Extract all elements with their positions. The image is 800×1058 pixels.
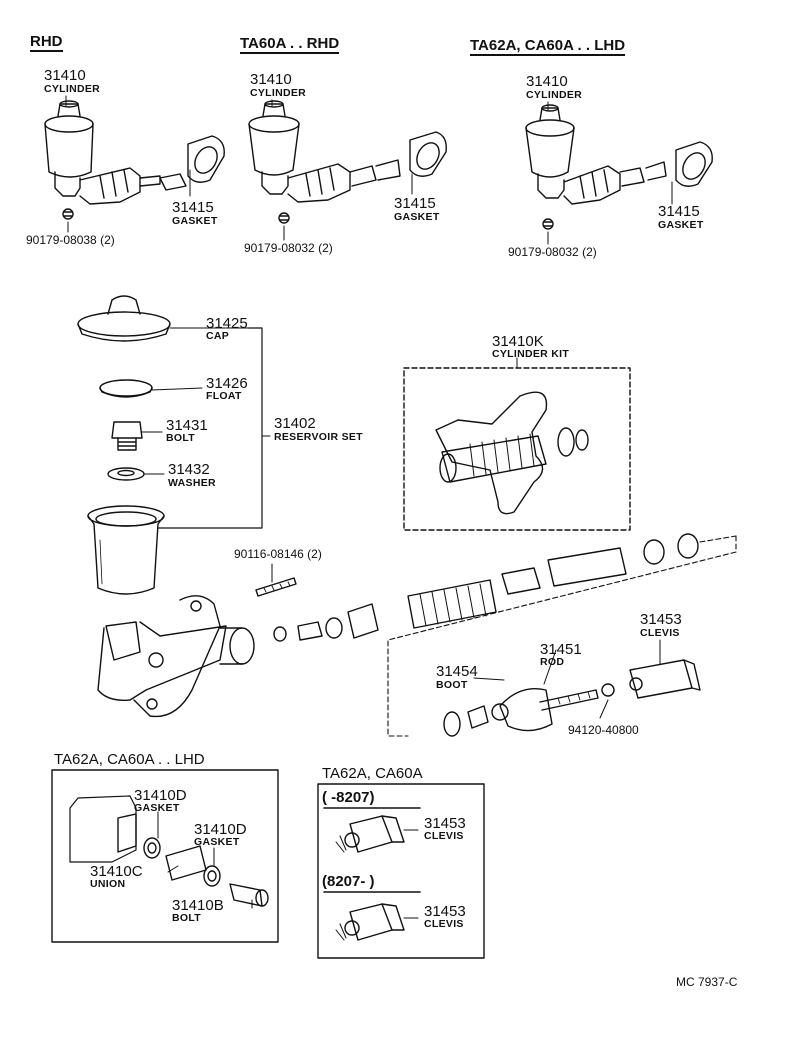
master-cylinder-body bbox=[97, 595, 255, 718]
label-union-pn: 31410C bbox=[90, 863, 143, 880]
label-bolt-pn: 31431 bbox=[166, 417, 208, 434]
label-union-bolt-pn: 31410B bbox=[172, 897, 224, 914]
label-float-nm: FLOAT bbox=[206, 390, 242, 402]
label-reservoir-set-pn: 31402 bbox=[274, 415, 316, 432]
label-kit-nm: CYLINDER KIT bbox=[492, 348, 570, 360]
label-cylinder-pn-3: 31410 bbox=[526, 73, 568, 90]
label-bolt-nm: BOLT bbox=[166, 432, 195, 444]
label-float-pn: 31426 bbox=[206, 375, 248, 392]
label-washer-nm: WASHER bbox=[168, 477, 216, 489]
diagram-code: MC 7937-C bbox=[676, 975, 738, 989]
reservoir-bolt bbox=[111, 421, 143, 451]
label-gasket-pn-2: 31415 bbox=[394, 195, 436, 212]
label-gasket-nm-2: GASKET bbox=[394, 211, 440, 223]
cylinder-assembly-ta60a-rhd bbox=[248, 100, 447, 224]
reservoir-body bbox=[87, 505, 165, 595]
label-cylinder-pn-1: 31410 bbox=[44, 67, 86, 84]
label-clevis-pn: 31453 bbox=[640, 611, 682, 628]
label-reservoir-set-nm: RESERVOIR SET bbox=[274, 431, 363, 443]
label-cylinder-nm-1: CYLINDER bbox=[44, 83, 101, 95]
label-nut-pn-1: 90179-08038 (2) bbox=[26, 233, 115, 247]
internal-parts bbox=[273, 533, 699, 642]
reservoir-cap bbox=[77, 295, 171, 342]
label-gasket1-nm: GASKET bbox=[134, 802, 180, 814]
stud-bolt bbox=[255, 577, 297, 597]
label-clevis-nm: CLEVIS bbox=[640, 627, 680, 639]
label-stud-pn: 90116-08146 (2) bbox=[234, 547, 322, 561]
box-ta62a-lhd bbox=[51, 769, 279, 943]
label-washer-pn: 31432 bbox=[168, 461, 210, 478]
label-cylinder-pn-2: 31410 bbox=[250, 71, 292, 88]
label-nut-pn-2: 90179-08032 (2) bbox=[244, 241, 333, 255]
label-clevis1-pn: 31453 bbox=[424, 815, 466, 832]
label-rod-pn: 31451 bbox=[540, 641, 582, 658]
label-cap-nm: CAP bbox=[206, 330, 230, 342]
label-union-bolt-nm: BOLT bbox=[172, 912, 201, 924]
box-left-header: TA62A, CA60A . . LHD bbox=[54, 751, 205, 768]
reservoir-washer bbox=[107, 467, 145, 481]
label-clevis2-nm: CLEVIS bbox=[424, 918, 464, 930]
label-boot-pn: 31454 bbox=[436, 663, 478, 680]
range-new-label: (8207- ) bbox=[322, 873, 375, 890]
cylinder-kit-box bbox=[403, 367, 631, 531]
reservoir-float bbox=[99, 379, 153, 398]
label-gasket1-pn: 31410D bbox=[134, 787, 187, 804]
range-old-label: ( -8207) bbox=[322, 789, 375, 806]
cylinder-kit-parts bbox=[435, 391, 589, 515]
header-ta60a-rhd: TA60A . . RHD bbox=[240, 35, 340, 54]
label-nut2-pn: 94120-40800 bbox=[568, 723, 639, 737]
label-gasket-pn-3: 31415 bbox=[658, 203, 700, 220]
union-assembly bbox=[69, 795, 269, 907]
label-cylinder-nm-2: CYLINDER bbox=[250, 87, 307, 99]
label-clevis2-pn: 31453 bbox=[424, 903, 466, 920]
box-right-header: TA62A, CA60A bbox=[322, 765, 423, 782]
label-gasket-nm-3: GASKET bbox=[658, 219, 704, 231]
clevis-main bbox=[629, 659, 701, 699]
label-gasket2-pn: 31410D bbox=[194, 821, 247, 838]
label-nut-pn-3: 90179-08032 (2) bbox=[508, 245, 597, 259]
label-cylinder-nm-3: CYLINDER bbox=[526, 89, 583, 101]
label-cap-pn: 31425 bbox=[206, 315, 248, 332]
label-boot-nm: BOOT bbox=[436, 679, 468, 691]
label-rod-nm: ROD bbox=[540, 656, 565, 668]
cylinder-assembly-ta62a-lhd bbox=[525, 104, 713, 230]
clevis-new bbox=[335, 903, 405, 941]
label-gasket-pn-1: 31415 bbox=[172, 199, 214, 216]
box-ta62a-ca60a bbox=[317, 783, 485, 959]
push-rod bbox=[443, 683, 615, 737]
header-rhd: RHD bbox=[30, 33, 63, 52]
cylinder-assembly-rhd bbox=[44, 100, 225, 220]
label-union-nm: UNION bbox=[90, 878, 126, 890]
label-clevis1-nm: CLEVIS bbox=[424, 830, 464, 842]
label-kit-pn: 31410K bbox=[492, 333, 544, 350]
clevis-old bbox=[335, 815, 405, 853]
header-ta62a-lhd: TA62A, CA60A . . LHD bbox=[470, 37, 626, 56]
label-gasket-nm-1: GASKET bbox=[172, 215, 218, 227]
label-gasket2-nm: GASKET bbox=[194, 836, 240, 848]
